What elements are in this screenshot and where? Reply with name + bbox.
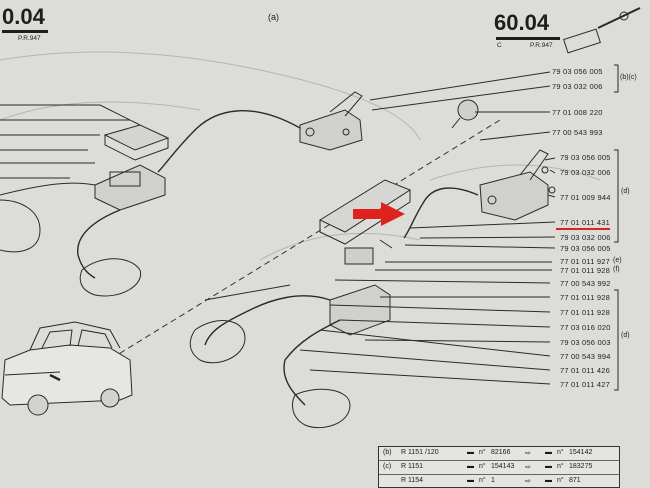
part-number: 79 03 056 005 [560,244,611,253]
right-page-number: 60.04 [494,10,550,35]
arrow-right-icon: ⇨ [525,464,531,471]
left-ref: P.R.947 [18,35,41,42]
left-page-number: 0.04 [2,4,45,29]
part-number: 77 03 016 020 [560,323,611,332]
group-label-f: (f) [613,266,620,273]
group-label-d: (d) [621,188,630,195]
group-label-d: (d) [621,332,630,339]
right-letter: C [497,42,502,49]
part-number: 79 03 032 006 [552,82,603,91]
part-number-highlighted: 77 01 011 431 [560,218,611,227]
part-number: 77 01 011 427 [560,380,611,389]
part-number: 79 03 032 006 [560,233,611,242]
part-number: 79 03 056 003 [560,338,611,347]
part-number: 77 00 543 993 [552,128,603,137]
part-number: 77 01 009 944 [560,193,611,202]
table-row: R 1154 ▬ n° 1 ⇨ ▬ n° 871 [401,477,581,485]
part-number: 79 03 032 006 [560,168,611,177]
part-number: 79 03 056 005 [552,67,603,76]
highlight-underline [556,228,610,230]
part-number: 77 01 011 426 [560,366,611,375]
part-number: 77 01 011 927 [560,257,611,266]
car-icon: ▬ [467,463,474,470]
right-underline [496,37,560,40]
part-number: 77 00 543 992 [560,279,611,288]
group-label-e: (e) [613,257,622,264]
car-icon: ▬ [545,449,552,456]
table-row: (b) R 1151 /120 ▬ n° 82166 ⇨ ▬ n° 154142 [379,447,619,461]
part-number: 77 01 011 928 [560,308,611,317]
car-icon: ▬ [467,477,474,484]
part-number: 77 01 008 220 [552,108,603,117]
part-number: 79 03 056 005 [560,153,611,162]
arrow-right-icon: ⇨ [525,478,531,485]
car-icon: ▬ [545,477,552,484]
group-label-bc: (b)(c) [620,74,637,81]
figure-label: (a) [268,12,279,22]
car-icon: ▬ [467,449,474,456]
left-underline [2,30,48,33]
arrow-right-icon: ⇨ [525,450,531,457]
highlight-arrow [353,202,405,226]
part-number: 77 01 011 928 [560,293,611,302]
part-number: 77 01 011 928 [560,266,611,275]
part-number: 77 00 543 994 [560,352,611,361]
right-ref: P.R.947 [530,42,553,49]
serial-range-table: (b) R 1151 /120 ▬ n° 82166 ⇨ ▬ n° 154142… [378,446,620,488]
car-icon: ▬ [545,463,552,470]
table-row: (c) R 1151 ▬ n° 154143 ⇨ ▬ n° 183275 [379,461,619,475]
